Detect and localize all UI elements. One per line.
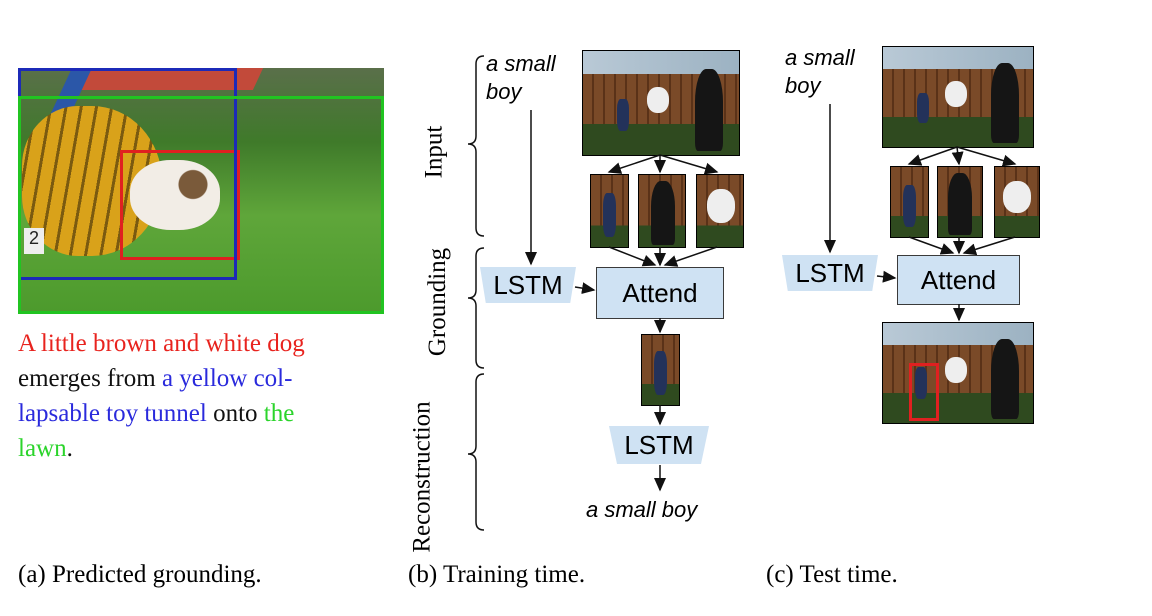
crop-man-b: [638, 174, 686, 248]
crop-man-c: [937, 166, 983, 238]
phrase-input-b: a small boy: [486, 51, 556, 104]
crop-dog-b: [696, 174, 744, 248]
caption-b: (b) Training time.: [408, 561, 586, 588]
caption-segment: A little brown and white dog: [18, 330, 305, 357]
input-image-c: [882, 46, 1034, 148]
attended-crop-b: [641, 334, 680, 406]
lstm-decoder-b: LSTM: [609, 426, 709, 464]
dog: [130, 160, 220, 230]
caption-line: A little brown and white dog: [18, 326, 398, 361]
grounding-photo: 2: [18, 68, 384, 314]
grounded-caption: A little brown and white dog emerges from…: [18, 326, 398, 466]
caption-segment: onto: [206, 400, 264, 427]
brace-input: [467, 55, 485, 237]
crop-dog-c: [994, 166, 1040, 238]
brace-grounding: [467, 247, 485, 369]
caption-line: lawn.: [18, 431, 398, 466]
attend-b: Attend: [596, 267, 724, 319]
lstm-encoder-b: LSTM: [480, 267, 576, 303]
caption-a: (a) Predicted grounding.: [18, 561, 262, 588]
input-image-b: [582, 50, 740, 156]
green-box: [18, 96, 384, 314]
output-image-c: [882, 322, 1034, 424]
predicted-box-c: [909, 363, 939, 421]
phrase-input-c: a small boy: [785, 45, 855, 98]
caption-line: lapsable toy tunnel onto the: [18, 396, 398, 431]
brace-reconstruction: [467, 373, 485, 531]
caption-c: (c) Test time.: [766, 561, 898, 588]
caption-segment: .: [66, 435, 73, 462]
caption-segment: lawn: [18, 435, 67, 462]
crop-boy-c: [890, 166, 929, 238]
red-box: [120, 150, 240, 260]
caption-segment: a yellow col-: [161, 365, 293, 392]
tunnel-number: 2: [24, 228, 44, 254]
caption-line: emerges from a yellow col-: [18, 361, 398, 396]
lstm-encoder-c: LSTM: [782, 255, 878, 291]
caption-segment: the: [263, 400, 295, 427]
caption-segment: emerges from: [18, 365, 162, 392]
phrase-output-b: a small boy: [586, 497, 698, 522]
caption-segment: lapsable toy tunnel: [18, 400, 207, 427]
crop-boy-b: [590, 174, 629, 248]
